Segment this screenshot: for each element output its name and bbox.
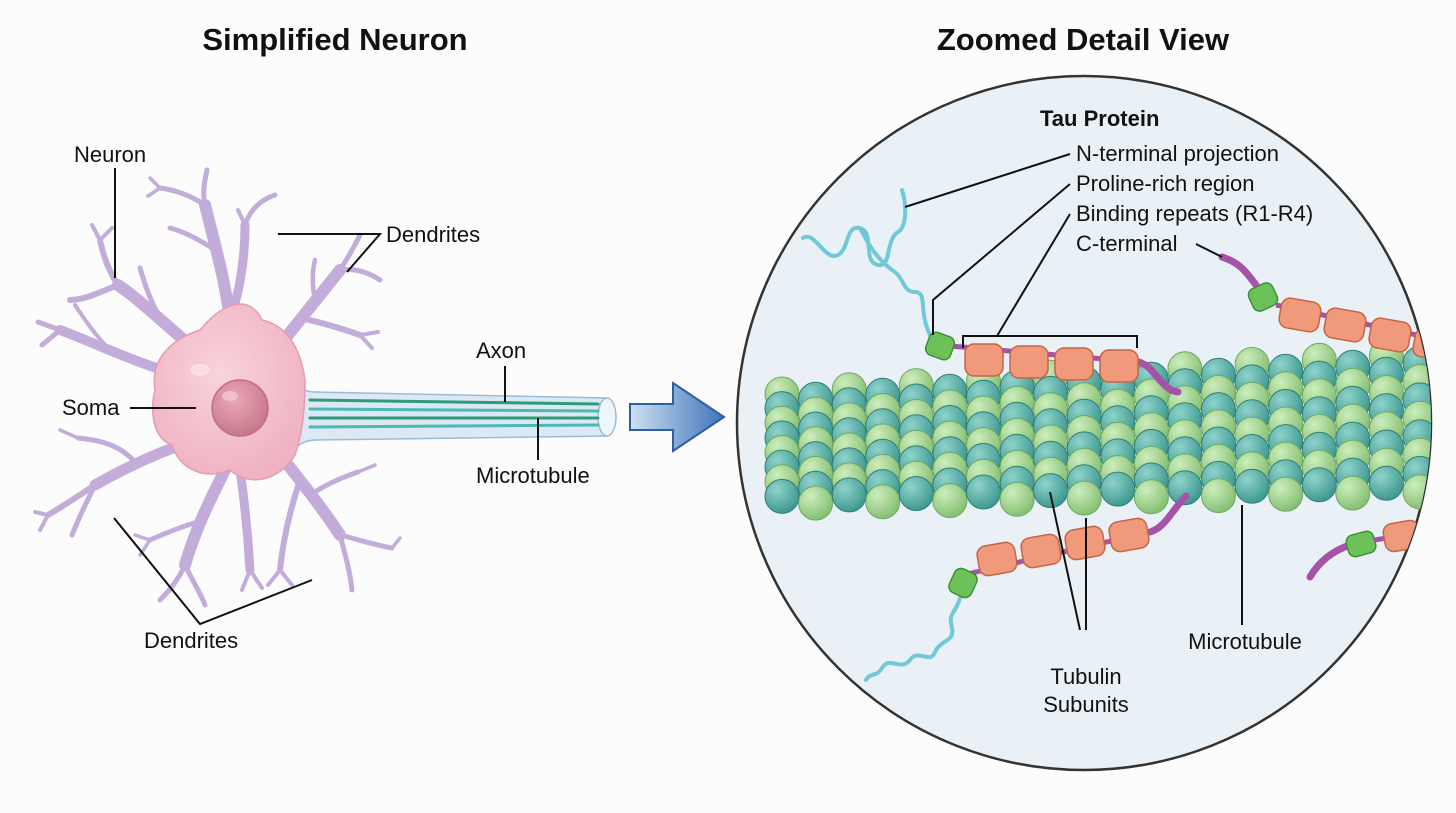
right-title: Zoomed Detail View: [937, 22, 1230, 57]
leader-n-terminal: [904, 153, 1071, 208]
tau-n-terminal-tail: [801, 188, 932, 337]
tubulin-subunit: [764, 478, 800, 514]
label-neuron: Neuron: [74, 142, 146, 167]
axon: [289, 378, 617, 454]
leader-binding-repeats: [996, 213, 1071, 337]
tau-protein-top: [801, 188, 1182, 396]
label-axon: Axon: [476, 338, 526, 363]
tubulin-subunit: [932, 483, 968, 519]
tubulin-subunit: [1066, 480, 1102, 516]
tubulin-subunit: [1234, 468, 1270, 504]
tubulin-subunit: [1100, 471, 1136, 507]
neuron-labels: Neuron Dendrites Soma Axon Microtubule D…: [62, 142, 590, 653]
tubulin-subunit: [999, 481, 1035, 517]
tubulin-subunit: [1201, 478, 1236, 514]
tau-protein-bottom: [864, 492, 1190, 682]
label-dendrites-bottom: Dendrites: [144, 628, 238, 653]
label-dendrites-top: Dendrites: [386, 222, 480, 247]
tubulin-subunit: [1268, 476, 1304, 512]
tubulin-subunit: [798, 485, 834, 521]
label-tau-protein: Tau Protein: [1040, 106, 1159, 131]
leader-c-terminal: [1195, 243, 1223, 258]
tubulin-subunit: [1167, 470, 1203, 506]
tubulin-subunit: [1368, 465, 1404, 501]
label-proline-rich: Proline-rich region: [1076, 171, 1255, 196]
tubulin-subunit: [1402, 474, 1431, 510]
tubulin-subunit: [1033, 473, 1069, 509]
label-axon-microtubule: Microtubule: [476, 463, 590, 488]
leader-tubulin-1: [1049, 491, 1081, 631]
detail-labels: Tau Protein N-terminal projection Prolin…: [904, 106, 1313, 717]
tau-binding-repeats: [964, 343, 1139, 383]
tau-bottom-n-terminal-tail: [864, 596, 962, 682]
label-binding-repeats: Binding repeats (R1-R4): [1076, 201, 1313, 226]
label-c-terminal: C-terminal: [1076, 231, 1177, 256]
label-detail-microtubule: Microtubule: [1188, 629, 1302, 654]
label-tubulin-line1: Tubulin: [1050, 664, 1121, 689]
label-soma: Soma: [62, 395, 120, 420]
tubulin-subunit: [966, 474, 1001, 510]
zoom-arrow: [629, 381, 726, 453]
tubulin-subunit: [898, 476, 934, 511]
microtubule-cylinder: [764, 338, 1431, 521]
tubulin-subunit: [831, 477, 867, 513]
tau-protein-right: [1218, 253, 1431, 360]
tubulin-subunit: [1335, 475, 1371, 511]
neuron-illustration: [33, 167, 617, 608]
nucleus: [211, 379, 269, 437]
left-title: Simplified Neuron: [202, 22, 467, 57]
tubulin-subunit: [1301, 467, 1337, 503]
tau-proline-rich-block: [924, 331, 956, 361]
label-tubulin-line2: Subunits: [1043, 692, 1129, 717]
axon-microtubules: [308, 398, 600, 429]
binding-repeats-bracket: [962, 335, 1138, 348]
tubulin-subunit: [1133, 479, 1169, 515]
leader-dendrites-top: [278, 233, 383, 273]
leader-dendrites-bottom: [113, 517, 313, 626]
label-n-terminal: N-terminal projection: [1076, 141, 1279, 166]
tubulin-subunit: [865, 484, 901, 520]
leader-proline-rich: [932, 183, 1071, 335]
